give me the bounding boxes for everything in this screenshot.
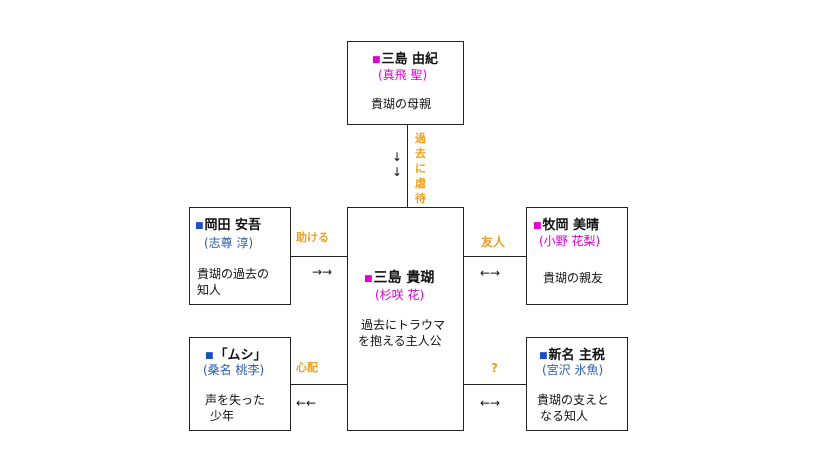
relation-label-mushi-kiko: 心配: [296, 361, 318, 374]
node-okada-desc-1: 貴瑚の過去の: [197, 267, 270, 281]
node-niina-name: ■新名 主税: [539, 348, 606, 363]
node-yuki-desc: 貴瑚の母親: [371, 97, 432, 111]
node-okada-actor: (志尊 淳): [204, 236, 254, 250]
bullet-icon: ■: [533, 221, 542, 231]
node-mushi: [189, 337, 291, 431]
relation-arrow-niina-kiko: ←→: [480, 396, 501, 410]
relation-label-yuki-kiko: 過 去 に 虐 待: [415, 132, 426, 205]
relation-label-niina-kiko: ?: [491, 361, 498, 375]
node-makioka-name: ■牧岡 美晴: [533, 218, 600, 233]
node-mushi-actor: (桑名 桃李): [203, 363, 265, 377]
relation-arrow-okada-kiko: →→: [312, 265, 333, 279]
node-kiko-actor: (杉咲 花): [375, 288, 425, 302]
connector-mushi-kiko: [290, 384, 348, 385]
node-mushi-name: ■「ムシ」: [205, 348, 267, 363]
bullet-icon: ■: [539, 351, 548, 361]
node-niina: [526, 337, 628, 431]
node-yuki: [347, 41, 464, 125]
relation-arrow-mushi-kiko: ←←: [296, 396, 317, 410]
node-mushi-desc-2: 少年: [210, 409, 235, 423]
bullet-icon: ■: [364, 274, 373, 284]
node-makioka-desc: 貴瑚の親友: [543, 271, 604, 285]
node-kiko: [347, 207, 464, 431]
connector-yuki-kiko: [407, 124, 408, 208]
connector-niina-kiko: [464, 384, 526, 385]
relation-arrow-makioka-kiko: ←→: [480, 266, 501, 280]
bullet-icon: ■: [205, 351, 214, 361]
node-makioka: [526, 207, 628, 305]
connector-makioka-kiko: [464, 256, 526, 257]
node-niina-desc-2: なる知人: [540, 409, 589, 423]
node-okada: [189, 207, 291, 305]
node-kiko-name: ■三島 貴瑚: [364, 270, 435, 286]
node-yuki-actor: (真飛 聖): [378, 68, 428, 82]
node-niina-desc-1: 貴瑚の支えと: [537, 393, 610, 407]
node-yuki-name: ■三島 由紀: [372, 52, 439, 67]
relation-label-okada-kiko: 助ける: [296, 231, 329, 244]
node-okada-desc-2: 知人: [197, 283, 222, 297]
relation-arrow-yuki-kiko: ↓ ↓: [392, 150, 403, 179]
node-mushi-desc-1: 声を失った: [205, 393, 266, 407]
bullet-icon: ■: [195, 221, 204, 231]
bullet-icon: ■: [372, 55, 381, 65]
node-kiko-desc-1: 過去にトラウマ: [361, 318, 446, 332]
node-kiko-desc-2: を抱える主人公: [358, 334, 442, 348]
node-niina-actor: (宮沢 氷魚): [542, 363, 604, 377]
node-makioka-actor: (小野 花梨): [539, 234, 601, 248]
relation-label-makioka-kiko: 友人: [481, 235, 506, 249]
connector-okada-kiko: [290, 256, 348, 257]
node-okada-name: ■岡田 安吾: [195, 218, 262, 233]
